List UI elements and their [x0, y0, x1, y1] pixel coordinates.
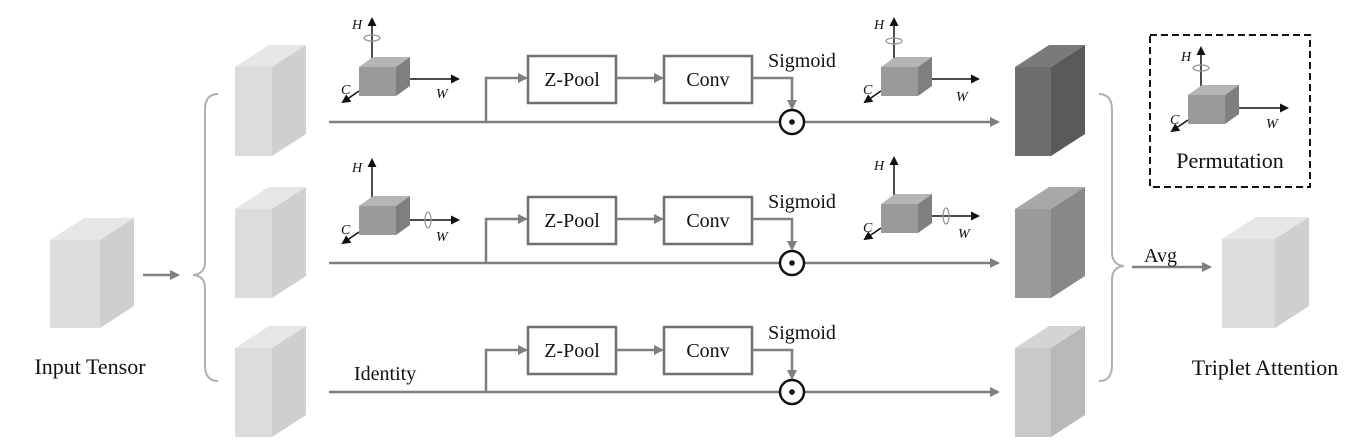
branch2-conv-label: Conv: [686, 210, 729, 232]
branch1-permute-axes: H C W: [341, 17, 460, 104]
branch3-output-block: [1015, 326, 1085, 437]
branch3-conv-box: [662, 325, 754, 376]
svg-text:W: W: [1266, 117, 1279, 132]
branch3-input-block: [235, 326, 306, 437]
svg-text:C: C: [863, 221, 873, 236]
branch1-zpool-box: [526, 54, 618, 105]
branch2-zpool-box: [526, 195, 618, 246]
svg-text:W: W: [436, 87, 449, 102]
svg-text:W: W: [958, 227, 971, 242]
permutation-legend: H C W Permutation: [1149, 34, 1311, 188]
input-tensor-label: Input Tensor: [34, 354, 146, 379]
svg-text:W: W: [956, 90, 969, 105]
left-brace: [192, 93, 219, 382]
branch1-zpool-label: Z-Pool: [544, 69, 600, 91]
branch1-zpool-feed: [484, 73, 528, 122]
right-brace: [1098, 93, 1125, 382]
branch2-sigmoid-arrow: [752, 217, 797, 251]
branch1-conv-box: [662, 54, 754, 105]
branch3-zpool-box: [526, 325, 618, 376]
svg-text:H: H: [873, 18, 885, 33]
branch2-permute-axes: H C W: [341, 158, 460, 245]
triplet-attention-output-block: [1222, 217, 1309, 328]
svg-text:H: H: [873, 159, 885, 174]
branch2-sigmoid-label: Sigmoid: [768, 191, 836, 213]
triplet-attention-label: Triplet Attention: [1192, 355, 1338, 380]
branch3-zpool-label: Z-Pool: [544, 340, 600, 362]
avg-label: Avg: [1144, 245, 1177, 267]
svg-text:C: C: [863, 83, 873, 98]
branch1-input-block: [235, 45, 306, 156]
branch1-conv-label: Conv: [686, 69, 729, 91]
svg-text:W: W: [436, 230, 449, 245]
branch1-sigmoid-arrow: [752, 76, 797, 110]
branch3-conv-label: Conv: [686, 340, 729, 362]
branch1-unpermute-axes: H C W: [863, 17, 980, 105]
svg-text:C: C: [1170, 113, 1180, 128]
svg-text:H: H: [1180, 50, 1192, 65]
svg-text:H: H: [351, 18, 363, 33]
branch3-multiply-op: [778, 378, 806, 406]
identity-label: Identity: [354, 363, 416, 385]
svg-text:C: C: [341, 223, 351, 238]
branch3-zpool-feed: [484, 345, 528, 392]
branch2-input-block: [235, 187, 306, 298]
input-tensor-block: [50, 218, 134, 328]
branch2-zpool-label: Z-Pool: [544, 210, 600, 232]
branch2-multiply-op: [778, 249, 806, 277]
branch3-sigmoid-label: Sigmoid: [768, 322, 836, 344]
branch2-conv-box: [662, 195, 754, 246]
svg-text:H: H: [351, 161, 363, 176]
permutation-label: Permutation: [1176, 148, 1284, 173]
branch2-unpermute-axes: H C W: [863, 156, 980, 242]
branch2-output-block: [1015, 187, 1085, 298]
branch1-multiply-op: [778, 108, 806, 136]
branch1-sigmoid-label: Sigmoid: [768, 50, 836, 72]
branch3-sigmoid-arrow: [752, 348, 797, 380]
svg-text:C: C: [341, 83, 351, 98]
branch2-zpool-feed: [484, 214, 528, 263]
branch1-output-block: [1015, 45, 1085, 156]
